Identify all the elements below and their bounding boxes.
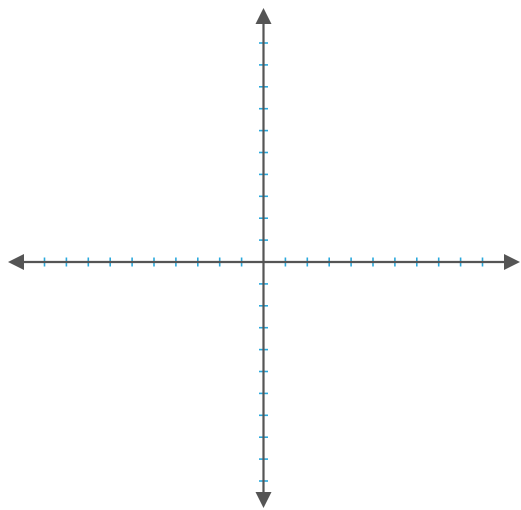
arrow-left-icon <box>8 254 24 270</box>
arrow-up-icon <box>255 8 272 24</box>
arrow-down-icon <box>255 492 272 508</box>
arrow-right-icon <box>504 254 520 270</box>
axes-layer <box>8 8 520 508</box>
